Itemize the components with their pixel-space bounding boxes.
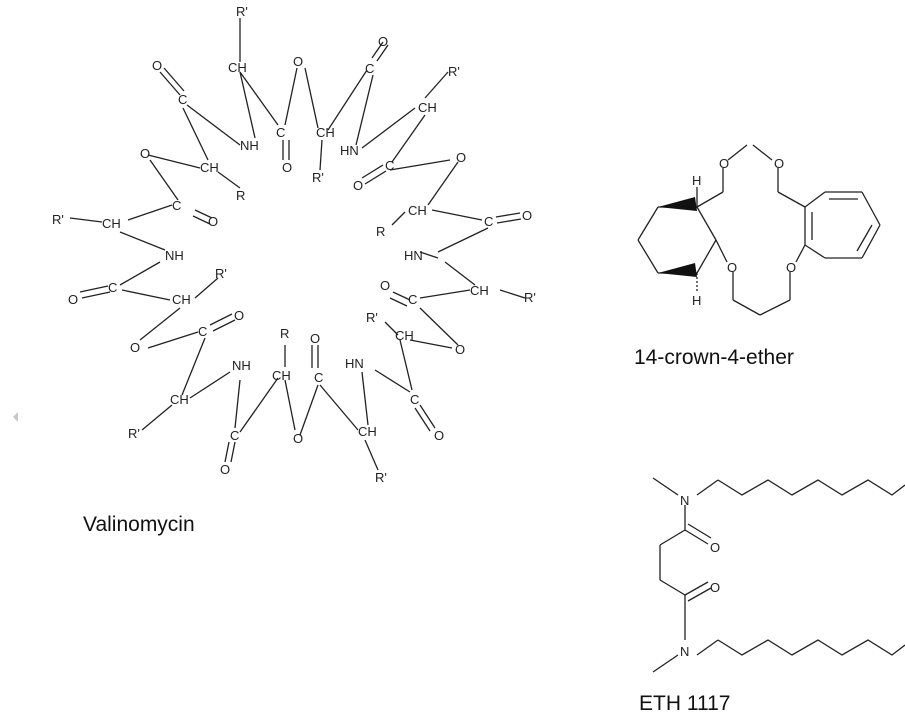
atom-c: C [198, 324, 207, 339]
atom-o: O [140, 146, 150, 161]
atom-rp: R' [375, 470, 387, 485]
atom-ch: CH [316, 125, 335, 140]
crown-ether-structure: H H O O O O 14-crown-4-ether [634, 144, 881, 369]
atom-rp: R' [128, 426, 140, 441]
atom-rp: R' [52, 212, 64, 227]
atom-o: O [68, 292, 78, 307]
atom-ch: CH [228, 60, 247, 75]
atom-c: C [365, 61, 374, 76]
atom-h: H [692, 293, 701, 308]
atom-c: C [385, 158, 394, 173]
atom-c: C [230, 428, 239, 443]
atom-ch: CH [170, 392, 189, 407]
atom-c: C [108, 280, 117, 295]
atom-o: O [456, 150, 466, 165]
atom-hn: HN [404, 248, 423, 263]
atom-rp: R' [524, 290, 536, 305]
atom-o: O [353, 178, 363, 193]
atom-c: C [484, 214, 493, 229]
atom-o: O [434, 428, 444, 443]
valinomycin-caption: Valinomycin [83, 513, 195, 536]
atom-r: R [236, 188, 245, 203]
atom-ch: CH [172, 292, 191, 307]
atom-o: O [234, 308, 244, 323]
valinomycin-atoms: R' CH O O C R' O C CH C CH NH HN O O O C… [52, 4, 536, 485]
atom-n: N [680, 493, 689, 508]
atom-o: O [522, 208, 532, 223]
atom-o: O [455, 342, 465, 357]
atom-o: O [710, 540, 720, 555]
atom-nh: NH [240, 138, 259, 153]
atom-o: O [380, 278, 390, 293]
atom-o: O [282, 160, 292, 175]
atom-ch: CH [272, 368, 291, 383]
atom-rp: R' [215, 266, 227, 281]
atom-o: O [786, 260, 796, 275]
atom-o: O [727, 260, 737, 275]
atom-rp: R' [236, 4, 248, 19]
chevron-left-icon[interactable] [13, 412, 18, 422]
atom-ch: CH [102, 216, 121, 231]
valinomycin-bonds [69, 18, 526, 471]
eth1117-atoms: N O O N [680, 493, 720, 659]
atom-ch: CH [200, 160, 219, 175]
atom-ch: CH [408, 203, 427, 218]
atom-rp: R' [366, 310, 378, 325]
crown-ether-atoms: H H O O O O [692, 156, 796, 308]
atom-o: O [310, 331, 320, 346]
atom-o: O [293, 431, 303, 446]
atom-ch: CH [395, 328, 414, 343]
crown-ether-caption: 14-crown-4-ether [634, 346, 794, 369]
atom-ch: CH [470, 283, 489, 298]
atom-c: C [276, 125, 285, 140]
atom-nh: NH [165, 248, 184, 263]
atom-n: N [680, 644, 689, 659]
atom-c: C [410, 392, 419, 407]
atom-rp: R' [448, 64, 460, 79]
atom-c: C [314, 370, 323, 385]
atom-nh: NH [232, 358, 251, 373]
atom-r: R [376, 224, 385, 239]
eth1117-caption: ETH 1117 [639, 692, 730, 715]
atom-o: O [152, 58, 162, 73]
atom-o: O [293, 54, 303, 69]
atom-c: C [178, 92, 187, 107]
atom-o: O [710, 580, 720, 595]
atom-o: O [719, 156, 729, 171]
atom-o: O [774, 156, 784, 171]
atom-ch: CH [358, 424, 377, 439]
crown-ether-bonds [637, 144, 881, 316]
atom-hn: HN [340, 143, 359, 158]
atom-r: R [280, 326, 289, 341]
atom-rp: R' [312, 170, 324, 185]
eth1117-structure: N O O N ETH 1117 [639, 477, 905, 715]
atom-o: O [220, 462, 230, 477]
atom-hn: HN [345, 356, 364, 371]
atom-ch: CH [418, 100, 437, 115]
atom-o: O [130, 340, 140, 355]
atom-h: H [692, 173, 701, 188]
wedge-bond [658, 263, 697, 277]
atom-o: O [378, 34, 388, 49]
atom-c: C [408, 292, 417, 307]
atom-c: C [172, 198, 181, 213]
valinomycin-structure: R' CH O O C R' O C CH C CH NH HN O O O C… [52, 4, 536, 536]
eth1117-bonds [652, 477, 905, 673]
wedge-bond [658, 197, 697, 211]
atom-o: O [208, 214, 218, 229]
